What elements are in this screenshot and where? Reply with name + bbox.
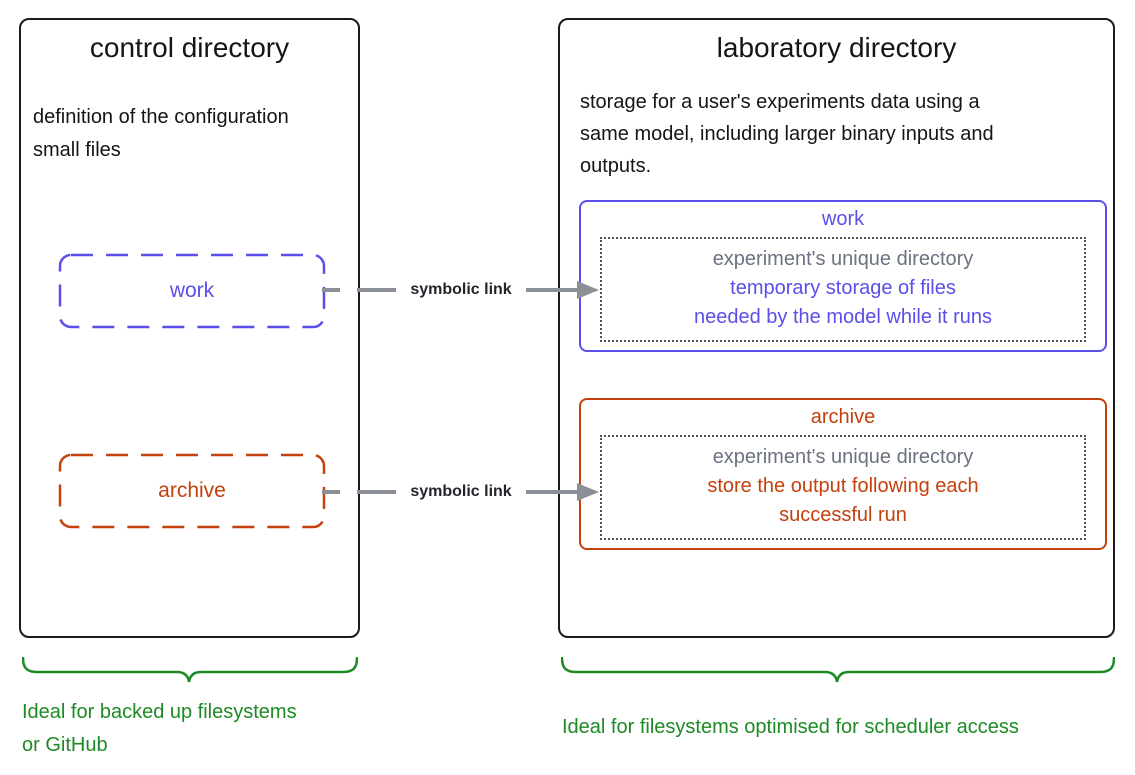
work-inner-line-1: experiment's unique directory [712, 248, 974, 270]
archive-arrowhead-icon [577, 483, 599, 501]
control-caption: Ideal for backed up filesystems or GitHu… [22, 696, 297, 762]
archive-inner-line-2: store the output following each [707, 475, 979, 497]
work-arrowhead-icon [577, 281, 599, 299]
laboratory-caption: Ideal for filesystems optimised for sche… [562, 716, 1019, 738]
control-caption-line-1: Ideal for backed up filesystems [22, 701, 297, 723]
control-description-line-1: definition of the configuration [33, 106, 289, 128]
control-archive-label: archive [158, 479, 226, 502]
lab-description-line-3: outputs. [580, 155, 652, 177]
control-directory-title: control directory [89, 32, 290, 63]
control-work-label: work [169, 279, 215, 302]
archive-symlink-label: symbolic link [396, 482, 526, 502]
control-underbrace-icon [22, 657, 358, 683]
laboratory-work-title: work [821, 208, 865, 230]
laboratory-directory-description: storage for a user's experiments data us… [580, 86, 994, 182]
laboratory-archive-title: archive [810, 406, 876, 428]
laboratory-underbrace-icon [561, 657, 1115, 683]
work-inner-line-2: temporary storage of files [730, 277, 956, 299]
control-work-dashed-box: work [58, 253, 326, 329]
lab-description-line-1: storage for a user's experiments data us… [580, 91, 980, 113]
control-archive-dashed-box: archive [58, 453, 326, 529]
laboratory-directory-title: laboratory directory [716, 32, 957, 63]
laboratory-archive-box: archive [579, 398, 1107, 550]
control-caption-line-2: or GitHub [22, 734, 108, 756]
work-symlink-label: symbolic link [396, 280, 526, 300]
archive-inner-line-3: successful run [779, 504, 907, 526]
laboratory-work-inner-box: experiment's unique directory temporary … [600, 237, 1086, 342]
work-inner-line-3: needed by the model while it runs [694, 306, 992, 328]
control-description-line-2: small files [33, 139, 121, 161]
archive-inner-line-1: experiment's unique directory [712, 446, 974, 468]
laboratory-archive-inner-box: experiment's unique directory store the … [600, 435, 1086, 540]
control-directory-description: definition of the configuration small fi… [33, 101, 289, 167]
laboratory-work-box: work [579, 200, 1107, 352]
lab-description-line-2: same model, including larger binary inpu… [580, 123, 994, 145]
